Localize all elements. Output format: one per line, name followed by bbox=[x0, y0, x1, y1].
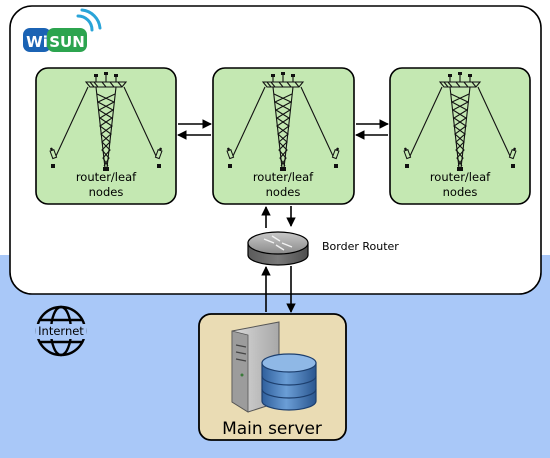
node-group-left: router/leaf nodes bbox=[35, 67, 177, 205]
node-label-right-line2: nodes bbox=[443, 185, 478, 199]
node-group-center: router/leaf nodes bbox=[212, 67, 355, 205]
node-box-right bbox=[389, 67, 531, 205]
node-label-center-line2: nodes bbox=[266, 185, 301, 199]
node-box-center bbox=[212, 67, 355, 205]
node-label-center-line1: router/leaf bbox=[253, 170, 314, 184]
main-server: Main server bbox=[198, 313, 347, 441]
node-group-right: router/leaf nodes bbox=[389, 67, 531, 205]
router-arrows-icon bbox=[263, 235, 293, 251]
border-router-label: Border Router bbox=[322, 240, 399, 253]
internet-label: Internet bbox=[38, 324, 84, 338]
mesh-links bbox=[177, 119, 389, 313]
node-label-right-line1: router/leaf bbox=[430, 170, 491, 184]
node-box-left bbox=[35, 67, 177, 205]
node-label-left-line2: nodes bbox=[89, 185, 124, 199]
node-label-left-line1: router/leaf bbox=[76, 170, 137, 184]
logo-sun-text: SUN bbox=[49, 33, 85, 51]
logo-wi-text: Wi bbox=[26, 33, 48, 51]
internet-label-bg bbox=[36, 324, 86, 339]
database-icon bbox=[261, 353, 317, 411]
wisun-logo: Wi SUN bbox=[23, 8, 102, 52]
logo-wi-badge bbox=[23, 28, 51, 52]
border-router: Border Router bbox=[247, 231, 399, 266]
server-label: Main server bbox=[222, 419, 322, 439]
logo-sun-badge bbox=[47, 28, 87, 52]
